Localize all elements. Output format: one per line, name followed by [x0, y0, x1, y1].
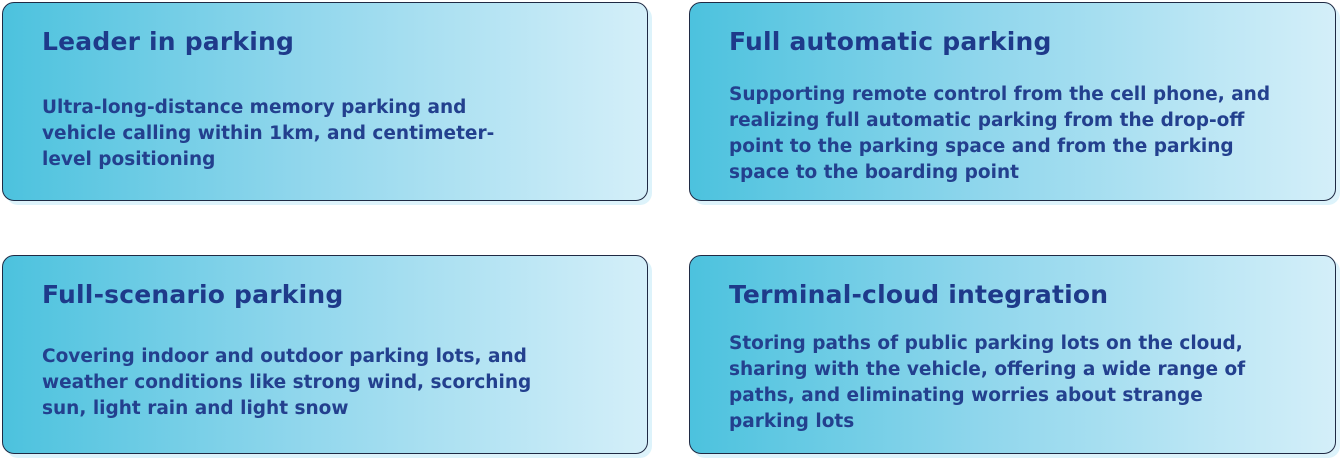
card-title: Terminal-cloud integration — [729, 280, 1109, 309]
feature-card-leader-in-parking: Leader in parking Ultra-long-distance me… — [2, 2, 648, 201]
feature-card-full-scenario-parking: Full-scenario parking Covering indoor an… — [2, 255, 648, 454]
card-title: Full automatic parking — [729, 27, 1052, 56]
feature-card-terminal-cloud-integration: Terminal-cloud integration Storing paths… — [689, 255, 1336, 454]
card-description: Supporting remote control from the cell … — [729, 84, 1271, 183]
card-title: Full-scenario parking — [42, 280, 344, 309]
card-description: Ultra-long-distance memory parking and v… — [42, 97, 495, 170]
feature-card-full-automatic-parking: Full automatic parking Supporting remote… — [689, 2, 1336, 201]
card-title: Leader in parking — [42, 27, 295, 56]
card-description: Covering indoor and outdoor parking lots… — [42, 346, 532, 419]
card-description: Storing paths of public parking lots on … — [729, 333, 1246, 432]
